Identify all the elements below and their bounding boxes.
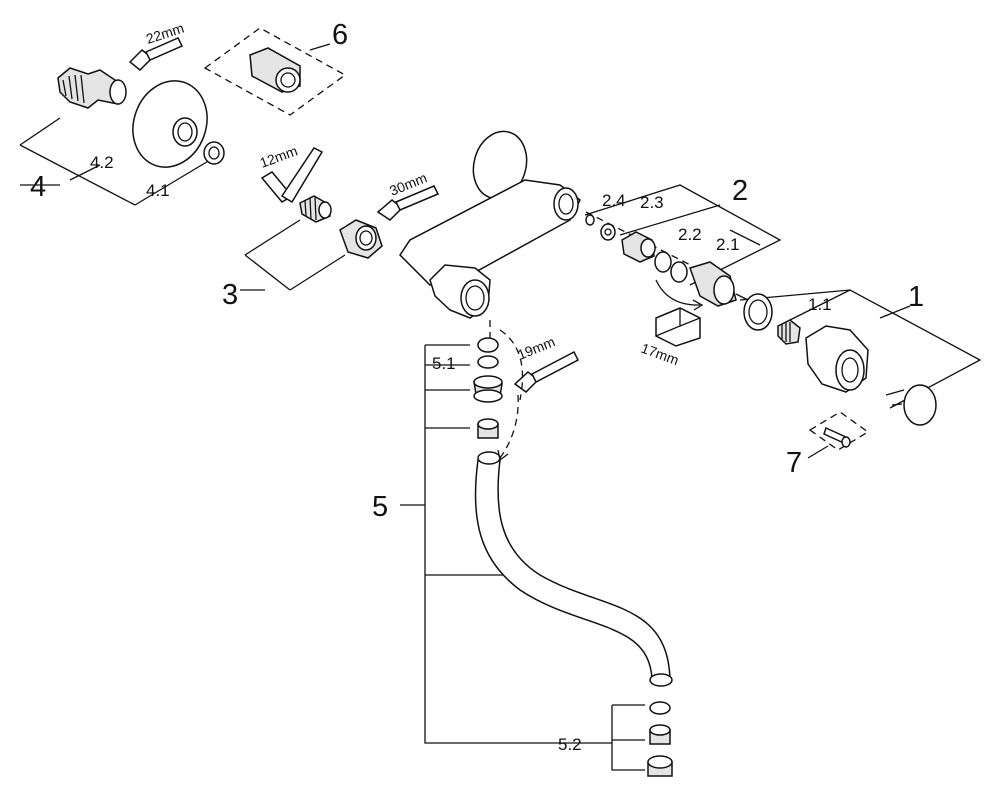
s-union-connector <box>57 67 127 109</box>
group-5-spout: 19mm 5 5.1 5.2 <box>372 329 673 777</box>
spout-pipe <box>474 451 673 687</box>
small-ring-2-4 <box>585 214 595 226</box>
label-part-2-4: 2.4 <box>602 191 626 210</box>
group-3-connection-nut: 12mm 30mm 3 <box>222 142 440 311</box>
label-part-6: 6 <box>332 19 348 51</box>
sleeve-2-2 <box>621 231 656 263</box>
socket-17mm-tool: 17mm <box>639 307 701 368</box>
allen-key-12mm-tool: 12mm <box>258 142 324 204</box>
label-part-2-3: 2.3 <box>640 193 664 212</box>
washer-4-1 <box>203 141 225 165</box>
screw <box>823 426 851 448</box>
hex-nut <box>339 219 383 259</box>
group-4-wall-connection: 22mm 4 4.2 4.1 <box>19 20 225 206</box>
cartridge <box>689 261 749 307</box>
adapter-ring <box>743 293 773 331</box>
spout-nut <box>473 375 503 403</box>
label-part-1-1: 1.1 <box>808 295 832 314</box>
wrench-19mm-tool: 19mm <box>513 333 579 393</box>
wrench-22mm-tool: 22mm <box>128 20 186 72</box>
wall-flange-4-2 <box>132 80 208 168</box>
wrench-30mm-tool: 30mm <box>376 169 440 221</box>
wrench-19mm-label: 19mm <box>515 333 557 362</box>
group-7-screw: 7 <box>786 411 870 479</box>
label-part-2-2: 2.2 <box>678 225 702 244</box>
label-part-5-2: 5.2 <box>558 735 582 754</box>
adapter-sleeve <box>249 47 301 93</box>
label-part-4-2: 4.2 <box>90 153 114 172</box>
label-part-5-1: 5.1 <box>432 354 456 373</box>
indicator-cap <box>885 384 937 426</box>
label-part-4-1: 4.1 <box>146 181 170 200</box>
label-part-1: 1 <box>908 281 924 313</box>
washer-2-3 <box>600 223 616 241</box>
handle-knob <box>805 325 869 393</box>
aerator-5-2 <box>647 701 673 777</box>
label-part-2: 2 <box>732 175 748 207</box>
group-1-handle: 1 1.1 <box>739 281 982 426</box>
mixer-body <box>399 130 721 345</box>
allen-key-12mm-label: 12mm <box>258 142 300 170</box>
spout-sleeve <box>477 418 499 439</box>
washer-5-1 <box>477 337 499 369</box>
threaded-connector <box>299 195 332 223</box>
label-part-4: 4 <box>30 171 46 203</box>
label-part-2-1: 2.1 <box>716 235 740 254</box>
o-ring-2-1 <box>654 251 688 283</box>
spline-adapter-1-1 <box>777 319 801 345</box>
group-6-adapter: 6 <box>203 19 348 116</box>
label-part-3: 3 <box>222 279 238 311</box>
label-part-7: 7 <box>786 447 802 479</box>
group-2-headpart: 17mm 2 2.4 2.3 2.2 2.1 <box>584 175 782 368</box>
label-part-5: 5 <box>372 491 388 523</box>
